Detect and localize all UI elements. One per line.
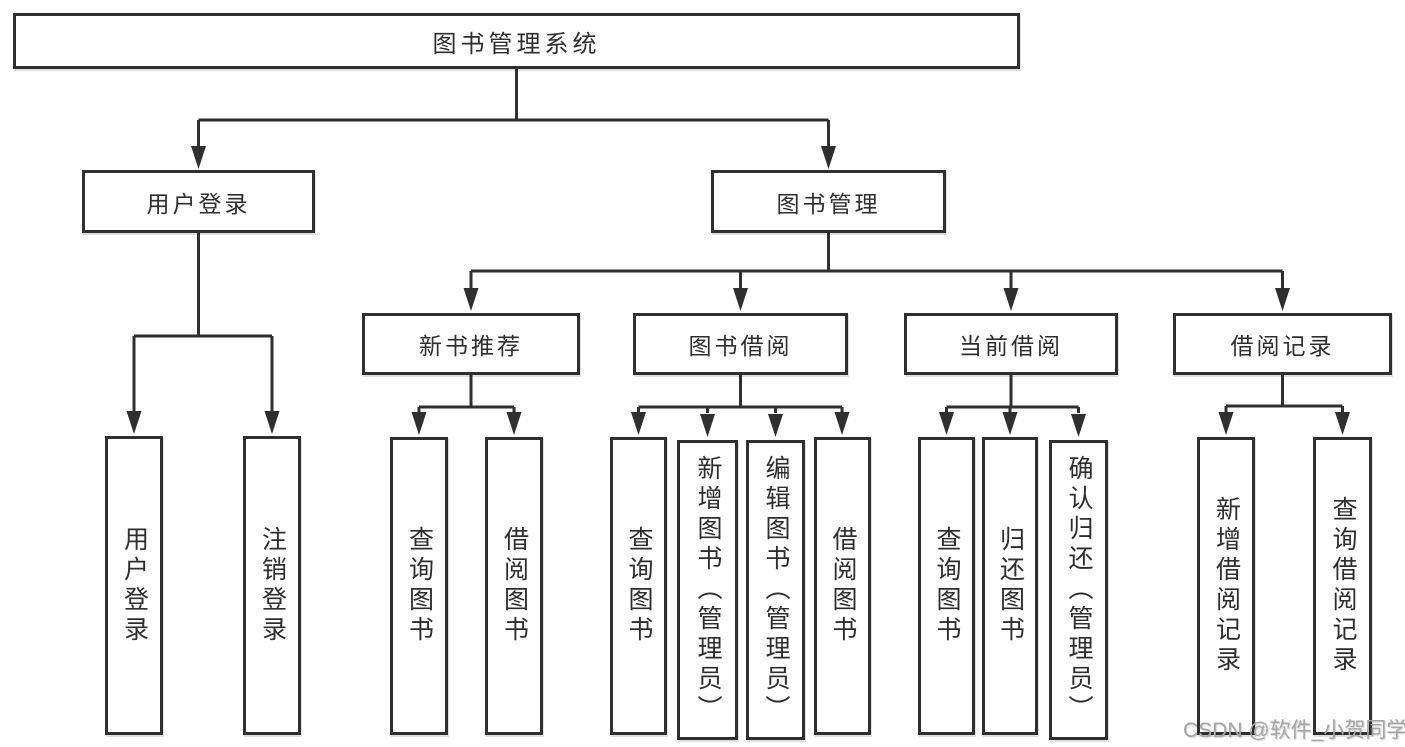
watermark: CSDN @软件_小贺同学 bbox=[1183, 719, 1405, 742]
connector-user-login bbox=[132, 233, 274, 413]
node-user-login: 用户登录 bbox=[82, 170, 315, 233]
connector-book-management bbox=[469, 233, 1284, 289]
leaf-borrow-books-2: 借阅图书 bbox=[814, 437, 871, 735]
connector-borrow-records bbox=[1224, 375, 1344, 413]
arrowheads bbox=[126, 146, 1350, 437]
leaf-add-borrow-record: 新增借阅记录 bbox=[1197, 437, 1255, 735]
leaf-query-books-3: 查询图书 bbox=[918, 437, 975, 735]
leaf-query-books-2: 查询图书 bbox=[610, 437, 667, 735]
node-root: 图书管理系统 bbox=[13, 13, 1020, 69]
node-new-book-recommend: 新书推荐 bbox=[362, 313, 580, 375]
connector-current-borrow bbox=[945, 375, 1080, 413]
leaf-return-books: 归还图书 bbox=[982, 437, 1038, 735]
node-borrow-records: 借阅记录 bbox=[1173, 313, 1392, 375]
leaf-add-books-admin: 新增图书（管理员） bbox=[677, 440, 738, 740]
connector-book-borrow bbox=[637, 375, 844, 413]
connector-root bbox=[197, 69, 830, 147]
leaf-query-borrow-record: 查询借阅记录 bbox=[1313, 437, 1372, 735]
leaf-user-login: 用户登录 bbox=[105, 436, 163, 735]
leaf-confirm-return-admin: 确认归还（管理员） bbox=[1049, 440, 1108, 740]
node-book-management: 图书管理 bbox=[711, 170, 946, 233]
leaf-logout: 注销登录 bbox=[243, 436, 301, 735]
leaf-query-books-1: 查询图书 bbox=[390, 437, 448, 735]
node-book-borrow: 图书借阅 bbox=[633, 313, 848, 375]
node-current-borrow: 当前借阅 bbox=[904, 313, 1118, 375]
leaf-edit-books-admin: 编辑图书（管理员） bbox=[746, 440, 805, 740]
connector-new-book-recommend bbox=[417, 375, 516, 413]
leaf-borrow-books-1: 借阅图书 bbox=[485, 437, 543, 735]
